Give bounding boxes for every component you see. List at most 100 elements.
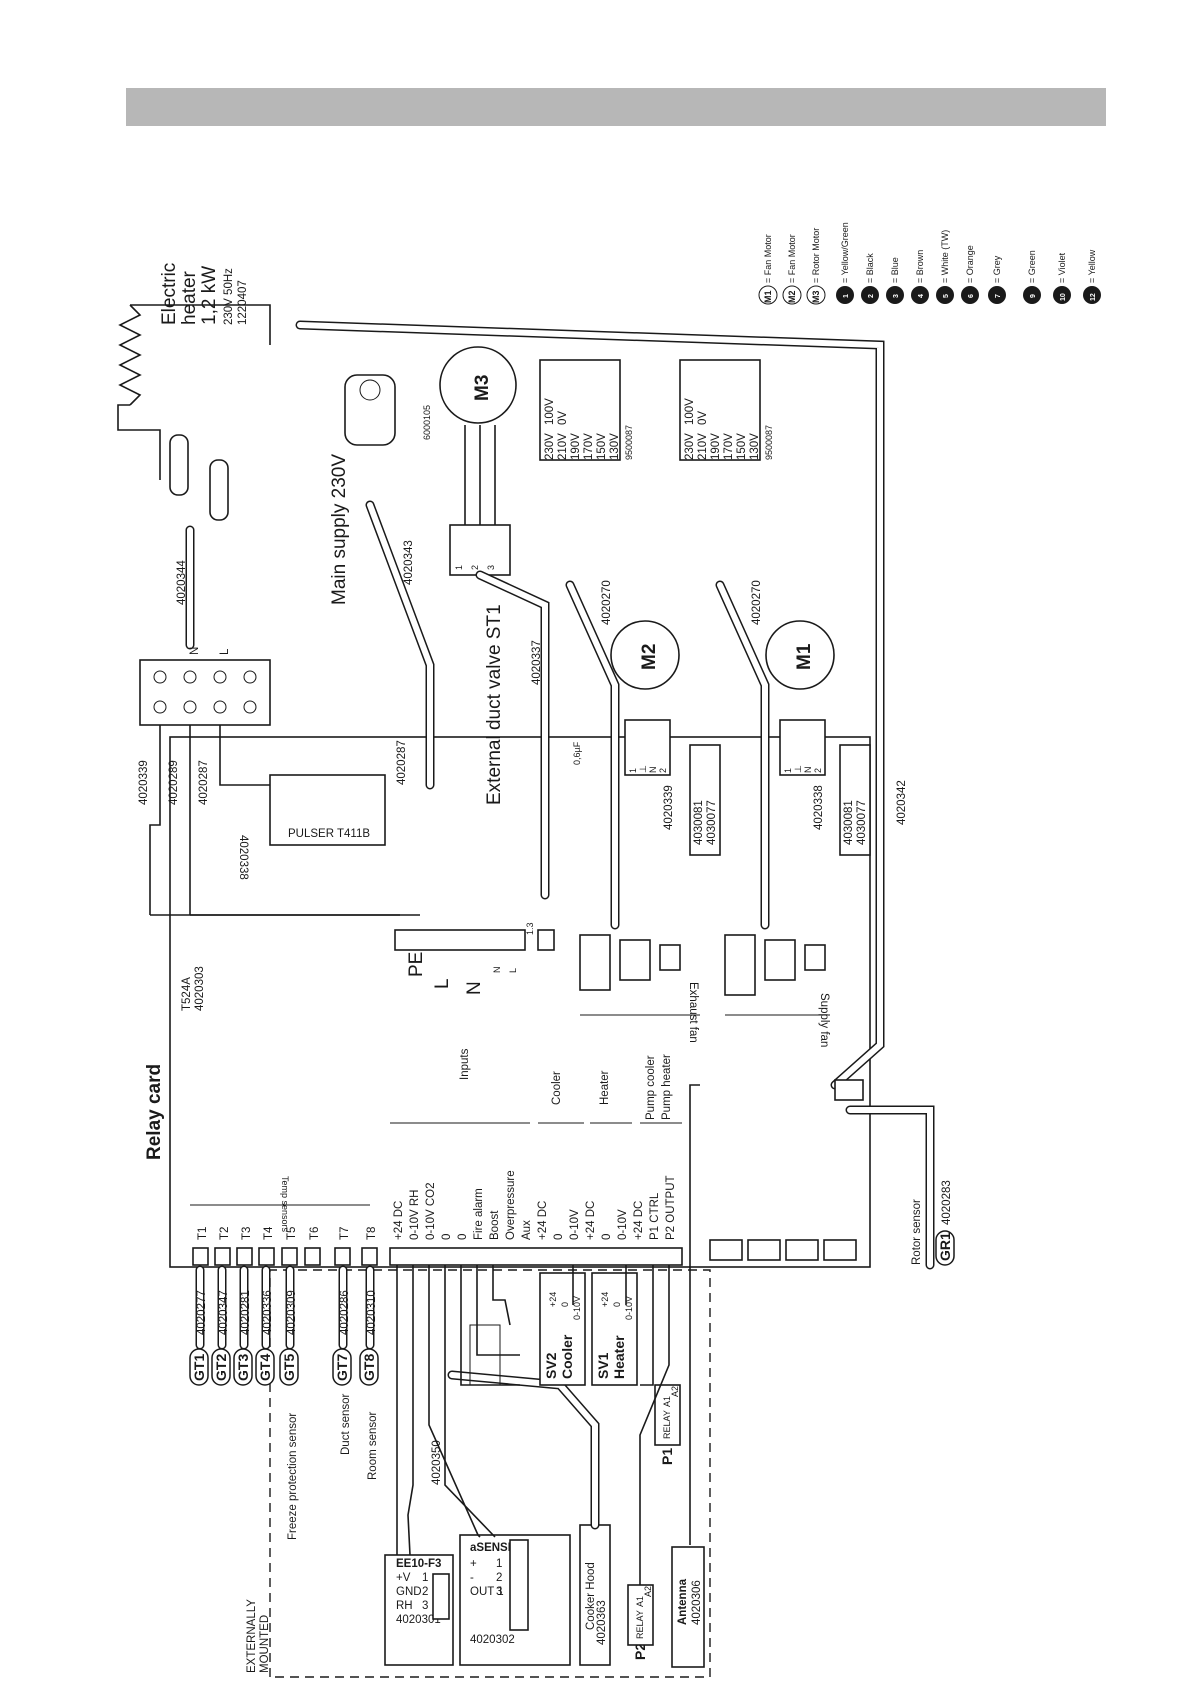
legend-entry-m3: M3 = Rotor Motor <box>806 228 826 305</box>
svg-text:N: N <box>189 647 201 655</box>
svg-text:3: 3 <box>893 294 900 298</box>
legend-entry-m2: M2 = Fan Motor <box>782 234 802 305</box>
svg-text:3: 3 <box>422 1600 428 1612</box>
io-label-1: 0-10V RH <box>409 1190 421 1241</box>
svg-text:GT2: GT2 <box>213 1354 229 1381</box>
svg-text:170V: 170V <box>723 433 735 460</box>
relay-card-model: T524A <box>181 977 193 1011</box>
svg-text:4020289: 4020289 <box>168 760 180 805</box>
supply-fan-label: Supply fan <box>818 993 830 1047</box>
io-label-13: 0 <box>601 1234 613 1240</box>
svg-text:210V: 210V <box>697 433 709 460</box>
svg-text:0,6µF: 0,6µF <box>572 741 582 765</box>
svg-text:4020344: 4020344 <box>176 560 188 605</box>
m3-motor: M3 6000105 1 2 3 <box>422 346 517 576</box>
svg-text:9500087: 9500087 <box>764 425 774 460</box>
svg-text:2: 2 <box>422 1586 428 1598</box>
svg-text:0-10V: 0-10V <box>624 1296 634 1320</box>
terminal-n: N <box>464 981 485 995</box>
svg-text:10: 10 <box>1060 293 1067 301</box>
svg-text:2: 2 <box>813 768 823 773</box>
svg-text:Electric: Electric <box>159 263 180 325</box>
pulser-t411b: PULSER T411B 4020287 <box>269 740 408 846</box>
sv2-cooler: SV2 Cooler +24 0 0-10V <box>539 1272 586 1386</box>
svg-text:100V: 100V <box>544 398 556 425</box>
io-label-2: 0-10V CO2 <box>425 1182 437 1240</box>
svg-text:170V: 170V <box>583 433 595 460</box>
svg-text:External duct valve ST1: External duct valve ST1 <box>484 604 505 805</box>
switch-part: 4020350 <box>431 1440 443 1485</box>
group-pump-heater: Pump heater <box>661 1054 673 1120</box>
svg-text:= Fan Motor: = Fan Motor <box>787 234 797 283</box>
svg-text:⊥: ⊥ <box>638 765 648 773</box>
svg-text:4020342: 4020342 <box>896 780 908 825</box>
group-pump-cooler: Pump cooler <box>645 1055 657 1120</box>
terminal-t1: T1 <box>197 1227 209 1240</box>
svg-text:3: 3 <box>496 1586 502 1598</box>
svg-text:Cooker Hood: Cooker Hood <box>585 1562 597 1630</box>
svg-text:N: N <box>648 767 658 774</box>
svg-text:2: 2 <box>496 1572 502 1584</box>
svg-text:SV2: SV2 <box>543 1352 559 1379</box>
sensor-gt5: GT5 4020309 <box>279 1290 299 1386</box>
sensor-terminals: T1 T2 T3 T4 T5 T6 T7 T8 <box>192 1226 378 1266</box>
antenna: Antenna 4020306 <box>671 1546 705 1668</box>
duct-sensor-label: Duct sensor <box>340 1393 352 1455</box>
svg-text:1,2 kW: 1,2 kW <box>199 266 220 325</box>
svg-text:2: 2 <box>470 565 480 570</box>
sensor-gt8: GT8 4020310 <box>359 1290 379 1386</box>
terminal-t5: T5 <box>286 1227 298 1240</box>
svg-text:= Brown: = Brown <box>915 250 925 283</box>
svg-text:= White (TW): = White (TW) <box>940 230 950 283</box>
legend-entry-5: 5 = White (TW) <box>936 230 954 304</box>
svg-text:SV1: SV1 <box>595 1352 611 1379</box>
svg-text:4: 4 <box>918 294 925 298</box>
legend-entry-12: 12 = Yellow <box>1083 249 1101 304</box>
svg-text:0V: 0V <box>697 411 709 425</box>
svg-text:GT3: GT3 <box>235 1354 251 1381</box>
svg-text:EE10-F3: EE10-F3 <box>396 1558 441 1570</box>
svg-text:GND: GND <box>396 1586 422 1598</box>
svg-text:M1: M1 <box>763 290 773 303</box>
svg-text:4030077: 4030077 <box>706 800 718 845</box>
svg-text:OUT 1: OUT 1 <box>470 1586 504 1598</box>
svg-text:M3: M3 <box>472 375 493 401</box>
temp-sensors-label: Temp sensors <box>280 1176 290 1233</box>
svg-text:230V: 230V <box>684 433 696 460</box>
svg-text:4020281: 4020281 <box>240 1290 252 1335</box>
external-label-2: MOUNTED <box>259 1615 271 1673</box>
legend-entry-9: 9 = Green <box>1023 250 1041 304</box>
svg-text:130V: 130V <box>609 433 621 460</box>
io-label-7: Overpressure <box>505 1170 517 1240</box>
io-label-0: +24 DC <box>393 1201 405 1240</box>
rotor-sensor: Rotor sensor GR1 4020283 <box>834 1079 955 1270</box>
svg-text:4020286: 4020286 <box>339 1290 351 1335</box>
svg-text:RELAY: RELAY <box>635 1610 645 1639</box>
legend-entry-7: 7 = Grey <box>988 255 1006 304</box>
group-cooler: Cooler <box>551 1071 563 1105</box>
power-terminals: PE L N N L <box>394 929 526 995</box>
color-legend: M1 = Fan Motor M2 = Fan Motor M3 = Rotor… <box>758 222 1101 305</box>
legend-entry-1: 1 = Yellow/Green <box>836 222 854 304</box>
svg-text:Cooler: Cooler <box>559 1334 575 1379</box>
svg-text:GR1: GR1 <box>937 1232 953 1261</box>
svg-text:N: N <box>803 767 813 774</box>
terminal-t8: T8 <box>366 1227 378 1240</box>
main-supply-cable: Main supply 230V 4020343 <box>329 374 435 790</box>
svg-text:4020363: 4020363 <box>596 1600 608 1645</box>
transformers: 230V 210V 190V 170V 150V 130V 100V 0V 23… <box>539 359 774 461</box>
svg-text:4020302: 4020302 <box>470 1634 515 1646</box>
svg-text:= Green: = Green <box>1027 250 1037 283</box>
svg-text:4020283: 4020283 <box>941 1180 953 1225</box>
legend-entry-3: 3 = Blue <box>886 257 904 304</box>
svg-text:M1: M1 <box>794 643 815 670</box>
sensor-gt1: GT1 4020277 <box>189 1290 209 1386</box>
svg-text:9: 9 <box>1030 294 1037 298</box>
svg-text:M3: M3 <box>811 290 821 303</box>
svg-text:PULSER T411B: PULSER T411B <box>288 828 370 840</box>
svg-text:GT1: GT1 <box>191 1354 207 1381</box>
ground-wiring: 4020338 <box>149 725 420 916</box>
svg-text:210V: 210V <box>557 433 569 460</box>
svg-text:L: L <box>219 648 231 655</box>
p2-relay: P2 RELAY A1 A2 <box>627 1584 654 1660</box>
